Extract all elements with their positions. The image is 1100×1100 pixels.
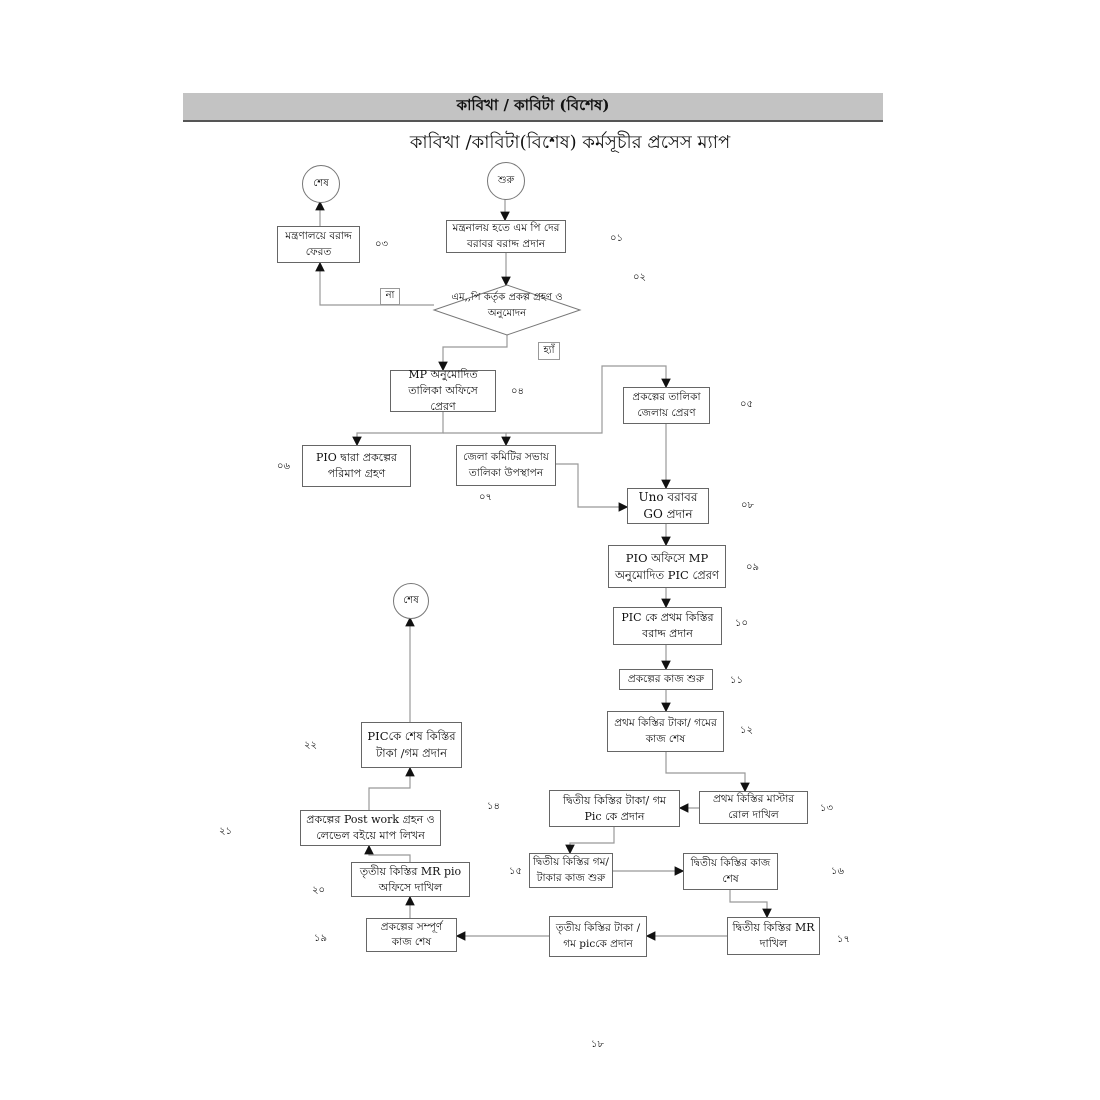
step-number: ১৭ bbox=[837, 934, 850, 945]
step-number: ০৯ bbox=[746, 562, 759, 573]
step-20: তৃতীয় কিস্তির MR pio অফিসে দাখিল bbox=[351, 862, 470, 897]
step-06: PIO দ্বারা প্রকল্পের পরিমাপ গ্রহণ bbox=[302, 445, 411, 487]
step-number: ২২ bbox=[304, 740, 318, 751]
end-terminal-1: শেষ bbox=[302, 165, 340, 203]
step-13: প্রথম কিস্তির মাস্টার রোল দাখিল bbox=[699, 791, 808, 824]
conn-20-21 bbox=[364, 844, 411, 862]
step-number: ০৩ bbox=[375, 239, 389, 250]
step-number: ১৬ bbox=[831, 866, 844, 877]
step-number: ১৫ bbox=[509, 866, 522, 877]
step-11: প্রকল্পের কাজ শুরু bbox=[619, 669, 713, 690]
step-01: মন্ত্রনালয় হতে এম পি দের বরাবর বরাদ্দ প… bbox=[446, 220, 566, 253]
step-10: PIC কে প্রথম কিস্তির বরাদ্দ প্রদান bbox=[613, 607, 722, 645]
step-number: ১৩ bbox=[820, 803, 833, 814]
step-07: জেলা কমিটির সভায় তালিকা উপস্থাপন bbox=[456, 445, 556, 486]
step-number: ০২ bbox=[633, 272, 647, 283]
step-number: ১২ bbox=[740, 725, 753, 736]
step-number: ২০ bbox=[312, 885, 326, 896]
terminal-label: শেষ bbox=[313, 177, 329, 189]
terminal-label: শেষ bbox=[403, 594, 419, 606]
conn-04-06 bbox=[352, 412, 444, 447]
conn-04-07 bbox=[443, 432, 511, 447]
step-17: দ্বিতীয় কিস্তির MR দাখিল bbox=[727, 917, 820, 955]
step-18: তৃতীয় কিস্তির টাকা / গম picকে প্রদান bbox=[549, 916, 647, 957]
start-terminal: শুরু bbox=[487, 162, 525, 200]
decision-text: এম,,পি কর্তৃক প্রকল্প গ্রহণ ও অনুমোদন bbox=[451, 292, 563, 319]
conn-02-03 bbox=[315, 261, 434, 306]
step-15: দ্বিতীয় কিস্তির গম/ টাকার কাজ শুরু bbox=[529, 853, 613, 888]
conn-04-05 bbox=[506, 365, 671, 434]
header-title: কাবিখা / কাবিটা (বিশেষ) bbox=[456, 96, 610, 114]
step-03: মন্ত্রণালয়ে বরাদ্দ ফেরত bbox=[277, 226, 360, 263]
step-14: দ্বিতীয় কিস্তির টাকা/ গম Pic কে প্রদান bbox=[549, 790, 680, 827]
step-04: MP অনুমোদিত তালিকা অফিসে প্রেরণ bbox=[390, 368, 496, 413]
conn-07-08 bbox=[556, 463, 629, 512]
yes-label: হ্যাঁ bbox=[538, 342, 560, 360]
end-terminal-2: শেষ bbox=[393, 583, 429, 619]
step-12: প্রথম কিস্তির টাকা/ গমের কাজ শেষ bbox=[607, 711, 724, 752]
no-label: না bbox=[380, 288, 400, 305]
terminal-label: শুরু bbox=[497, 174, 515, 186]
conn-16-17 bbox=[729, 890, 772, 919]
page-number: ১৮ bbox=[591, 1039, 604, 1050]
step-number: ০৫ bbox=[740, 399, 753, 410]
diagram-title: কাবিখা /কাবিটা(বিশেষ) কর্মসূচীর প্রসেস ম… bbox=[409, 132, 731, 153]
conn-02-04 bbox=[438, 335, 508, 372]
page-header: কাবিখা / কাবিটা (বিশেষ) bbox=[183, 93, 883, 122]
step-number: ১১ bbox=[730, 675, 743, 686]
step-number: ০৪ bbox=[511, 386, 524, 397]
step-number: ২১ bbox=[219, 826, 232, 837]
step-16: দ্বিতীয় কিস্তির কাজ শেষ bbox=[683, 853, 778, 890]
step-09: PIO অফিসে MP অনুমোদিত PIC প্রেরণ bbox=[608, 545, 726, 588]
step-number: ১৯ bbox=[314, 933, 327, 944]
conn-21-22 bbox=[368, 766, 415, 810]
step-number: ১৪ bbox=[487, 801, 500, 812]
step-05: প্রকল্পের তালিকা জেলায় প্রেরণ bbox=[623, 387, 710, 424]
conn-12-13 bbox=[665, 752, 750, 793]
decision-diamond bbox=[432, 284, 582, 336]
step-number: ০১ bbox=[610, 233, 623, 244]
step-08: Uno বরাবর GO প্রদান bbox=[627, 488, 709, 524]
step-number: ০৭ bbox=[479, 492, 493, 503]
step-21: প্রকল্পের Post work গ্রহন ও লেভেল বইয়ে … bbox=[300, 810, 441, 846]
step-number: ০৮ bbox=[741, 500, 754, 511]
step-19: প্রকল্পের সম্পূর্ণ কাজ শেষ bbox=[366, 918, 457, 952]
conn-14-15 bbox=[565, 827, 615, 855]
step-number: ০৬ bbox=[277, 461, 291, 472]
step-22: PICকে শেষ কিস্তির টাকা /গম প্রদান bbox=[361, 722, 462, 768]
step-number: ১০ bbox=[735, 618, 748, 629]
